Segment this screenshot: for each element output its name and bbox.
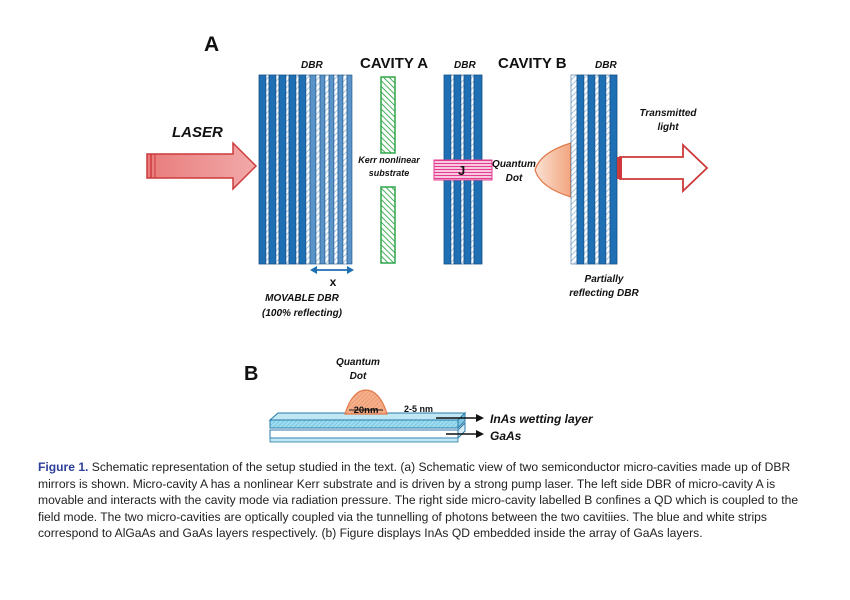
wetting-layer-label: InAs wetting layer bbox=[490, 412, 594, 426]
displacement-arrow bbox=[310, 266, 354, 274]
transmitted-label-line2: light bbox=[657, 122, 679, 133]
dot-height-label: 2-5 nm bbox=[404, 404, 433, 414]
dbr-label-2: DBR bbox=[454, 60, 476, 71]
cavity-b-label: CAVITY B bbox=[498, 55, 567, 72]
kerr-label-line1: Kerr nonlinear bbox=[358, 155, 420, 165]
panel-a-label: A bbox=[204, 33, 219, 56]
quantum-dot-b-shape bbox=[344, 389, 388, 415]
dbr-label-3: DBR bbox=[595, 60, 617, 71]
partial-dbr-mirror bbox=[570, 74, 618, 265]
kerr-label-line2: substrate bbox=[369, 168, 410, 178]
panel-b-label: B bbox=[244, 363, 258, 385]
layer-stack bbox=[268, 411, 467, 443]
movable-dbr-line2: (100% reflecting) bbox=[262, 308, 343, 319]
wetting-arrow bbox=[436, 414, 484, 422]
quantum-dot-shape bbox=[534, 142, 572, 198]
transmitted-label-line1: Transmitted bbox=[639, 108, 697, 119]
dot-width-label: 20nm bbox=[354, 405, 379, 416]
cavity-a-label: CAVITY A bbox=[360, 55, 428, 72]
laser-arrow bbox=[146, 141, 258, 191]
dbr-label-1: DBR bbox=[301, 60, 323, 71]
transmitted-arrow bbox=[617, 142, 709, 194]
qd-label-b-line2: Dot bbox=[350, 371, 367, 382]
tunnel-coupling-region bbox=[433, 159, 493, 181]
qd-label-a-line2: Dot bbox=[506, 173, 523, 184]
gaas-label: GaAs bbox=[490, 429, 522, 443]
kerr-substrate bbox=[380, 76, 396, 264]
qd-label-b-line1: Quantum bbox=[336, 357, 380, 368]
figure-caption: Figure 1. Schematic representation of th… bbox=[38, 459, 812, 542]
partial-dbr-line1: Partially bbox=[585, 274, 624, 285]
laser-label: LASER bbox=[172, 124, 223, 141]
displacement-x-label: x bbox=[330, 275, 337, 289]
caption-figure-label: Figure 1. bbox=[38, 460, 89, 474]
qd-label-a-line1: Quantum bbox=[492, 159, 536, 170]
gaas-arrow bbox=[446, 430, 484, 438]
movable-dbr-mirror bbox=[258, 74, 353, 265]
partial-dbr-line2: reflecting DBR bbox=[569, 288, 639, 299]
movable-dbr-line1: MOVABLE DBR bbox=[265, 293, 339, 304]
coupling-j-label: J bbox=[458, 163, 465, 178]
caption-text: Schematic representation of the setup st… bbox=[38, 460, 799, 541]
middle-dbr-mirror bbox=[443, 74, 483, 265]
